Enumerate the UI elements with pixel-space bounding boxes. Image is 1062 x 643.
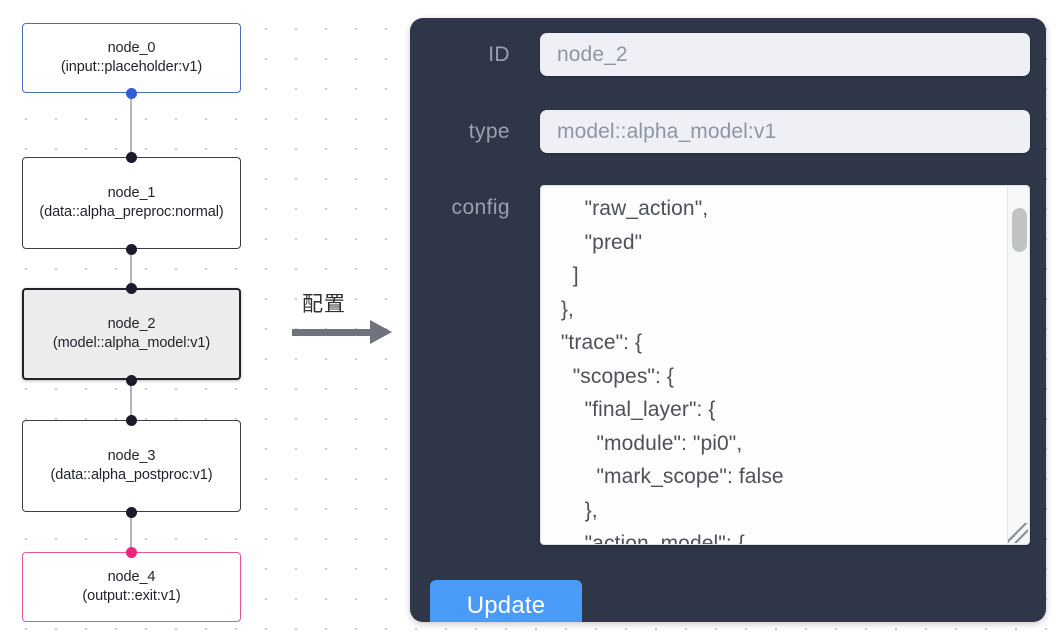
id-field-label: ID (488, 43, 510, 66)
graph-edge (130, 380, 132, 420)
config-scrollbar-thumb[interactable] (1012, 208, 1027, 252)
type-input[interactable] (540, 110, 1030, 153)
annotation-label: 配置 (302, 292, 346, 316)
graph-edge (130, 93, 132, 157)
node-port-handle[interactable] (125, 507, 137, 518)
node-type-label: (output::exit:v1) (82, 588, 181, 604)
node-port-handle[interactable] (125, 244, 137, 255)
graph-node-node_3[interactable]: node_3 (data::alpha_postproc:v1) (22, 420, 241, 512)
config-textarea-content[interactable]: "raw_action", "pred" ] }, "trace": { "sc… (560, 197, 784, 544)
right-arrow-head-icon (370, 320, 392, 344)
update-button[interactable]: Update (430, 580, 582, 622)
node-port-handle[interactable] (125, 283, 137, 294)
graph-node-node_0[interactable]: node_0 (input::placeholder:v1) (22, 23, 241, 93)
node-id-label: node_3 (107, 448, 156, 464)
field-row-config: config "raw_action", "pred" ] }, "trace"… (410, 185, 1046, 545)
node-port-handle[interactable] (125, 547, 137, 558)
node-id-label: node_1 (107, 185, 156, 201)
id-input[interactable] (540, 33, 1030, 76)
graph-node-node_2[interactable]: node_2 (model::alpha_model:v1) (22, 288, 241, 380)
node-type-label: (input::placeholder:v1) (60, 59, 203, 75)
textarea-resize-handle[interactable] (1008, 523, 1028, 543)
config-field-label: config (451, 196, 510, 219)
graph-node-node_1[interactable]: node_1 (data::alpha_preproc:normal) (22, 157, 241, 249)
node-id-label: node_2 (107, 316, 156, 332)
node-type-label: (data::alpha_preproc:normal) (39, 204, 224, 220)
node-graph-canvas[interactable]: node_0 (input::placeholder:v1) node_1 (d… (0, 0, 290, 643)
graph-edge (130, 249, 132, 288)
node-port-handle[interactable] (125, 88, 137, 99)
node-type-label: (data::alpha_postproc:v1) (50, 467, 213, 483)
config-editor-wrapper: "raw_action", "pred" ] }, "trace": { "sc… (540, 185, 1030, 545)
node-inspector-panel: ID type config "raw_action", "pred" ] },… (410, 18, 1046, 622)
graph-edge (130, 512, 132, 552)
node-id-label: node_0 (107, 40, 156, 56)
node-port-handle[interactable] (125, 415, 137, 426)
right-arrow-icon (292, 329, 372, 336)
field-row-id: ID (410, 33, 1046, 76)
type-field-label: type (468, 120, 510, 143)
graph-node-node_4[interactable]: node_4 (output::exit:v1) (22, 552, 241, 622)
config-scrollbar[interactable] (1007, 186, 1029, 544)
node-id-label: node_4 (107, 569, 156, 585)
annotation-group: 配置 (288, 288, 400, 368)
node-port-handle[interactable] (125, 375, 137, 386)
node-type-label: (model::alpha_model:v1) (52, 335, 211, 351)
config-textarea[interactable]: "raw_action", "pred" ] }, "trace": { "sc… (540, 185, 1030, 545)
field-row-type: type (410, 110, 1046, 153)
node-port-handle[interactable] (125, 152, 137, 163)
